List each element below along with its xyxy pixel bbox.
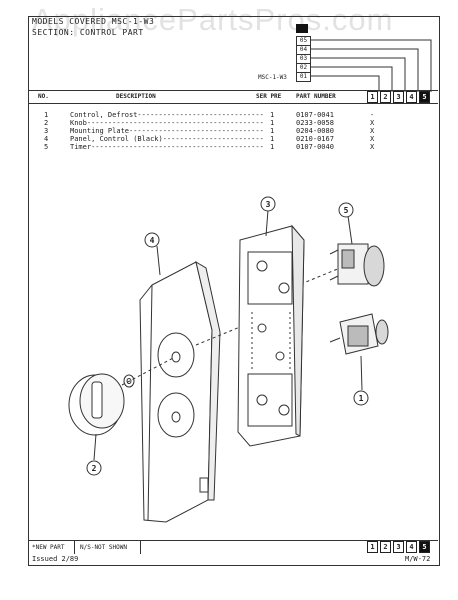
row-no: 5 bbox=[44, 143, 49, 151]
col-part-number: PART NUMBER bbox=[296, 93, 336, 100]
head-badge-1: 1 bbox=[367, 91, 378, 103]
washer-hole bbox=[126, 378, 132, 384]
row-mark: X bbox=[370, 135, 375, 143]
callout-label-1: 1 bbox=[359, 394, 364, 403]
row-part-number: 0233-0058 bbox=[296, 119, 334, 127]
knob bbox=[68, 373, 125, 436]
row-mark: - bbox=[370, 111, 375, 119]
callout-leader-3 bbox=[265, 209, 269, 237]
callout-circle-4 bbox=[144, 232, 160, 248]
defrost-control bbox=[329, 313, 389, 355]
row-part-number: 0204-0080 bbox=[296, 127, 334, 135]
callout-leader-1 bbox=[360, 355, 363, 391]
row-no: 3 bbox=[44, 127, 49, 135]
row-no: 1 bbox=[44, 111, 49, 119]
page-code: M/W-72 bbox=[405, 555, 431, 563]
stack-leader-lines bbox=[311, 39, 432, 92]
row-no: 2 bbox=[44, 119, 49, 127]
footer-bar: *NEW PART N/S-NOT SHOWN bbox=[28, 540, 438, 554]
row-part-number: 0210-0167 bbox=[296, 135, 334, 143]
callout-leader-5 bbox=[347, 215, 353, 245]
footer-badge-3: 3 bbox=[393, 541, 404, 553]
row-mark: X bbox=[370, 143, 375, 151]
row-qty: 1 bbox=[270, 135, 275, 143]
row-description: Mounting Plate--------------------------… bbox=[70, 127, 264, 135]
footer-divider bbox=[140, 541, 141, 554]
row-description: Panel, Control (Black)------------------… bbox=[70, 135, 264, 143]
callout-circle-3 bbox=[260, 196, 276, 212]
callout-circle-1 bbox=[353, 390, 369, 406]
col-description: DESCRIPTION bbox=[116, 93, 156, 100]
row-description: Control, Defrost------------------------… bbox=[70, 111, 264, 119]
callout-circle-2 bbox=[86, 460, 102, 476]
footer-badge-5: 5 bbox=[419, 541, 430, 553]
callout-label-3: 3 bbox=[266, 200, 271, 209]
table-row: 4 Panel, Control (Black)----------------… bbox=[28, 135, 438, 143]
shaft-line bbox=[121, 356, 176, 386]
footer-divider bbox=[74, 541, 75, 554]
footer-badge-1: 1 bbox=[367, 541, 378, 553]
not-shown-note: N/S-NOT SHOWN bbox=[80, 544, 127, 551]
footer-badge-2: 2 bbox=[380, 541, 391, 553]
watermark: AppliancePartsPros.com bbox=[32, 2, 394, 37]
stack-marker bbox=[296, 24, 308, 33]
callout-label-5: 5 bbox=[344, 206, 349, 215]
callout-leader-4 bbox=[156, 245, 161, 276]
table-row: 3 Mounting Plate------------------------… bbox=[28, 127, 438, 135]
control-panel bbox=[139, 260, 221, 523]
washer bbox=[123, 374, 135, 388]
row-qty: 1 bbox=[270, 119, 275, 127]
section-line: SECTION: CONTROL PART bbox=[32, 28, 144, 37]
row-mark: X bbox=[370, 127, 375, 135]
stack-box-01: 01 bbox=[296, 72, 311, 82]
row-part-number: 0107-0040 bbox=[296, 143, 334, 151]
head-badge-5: 5 bbox=[419, 91, 430, 103]
row-no: 4 bbox=[44, 135, 49, 143]
models-covered-line: MODELS COVERED MSC-1-W3 bbox=[32, 17, 155, 26]
table-row: 1 Control, Defrost----------------------… bbox=[28, 111, 438, 119]
row-mark: X bbox=[370, 119, 375, 127]
head-badge-4: 4 bbox=[406, 91, 417, 103]
issued-date: Issued 2/89 bbox=[32, 555, 79, 563]
table-row: 2 Knob----------------------------------… bbox=[28, 119, 438, 127]
callout-circle-5 bbox=[338, 202, 354, 218]
callout-leader-2 bbox=[93, 433, 97, 461]
mounting-plate bbox=[237, 224, 305, 447]
row-part-number: 0107-0041 bbox=[296, 111, 334, 119]
model-code-label: MSC-1-W3 bbox=[258, 74, 287, 81]
callout-label-2: 2 bbox=[92, 464, 97, 473]
col-ser-pre: SER PRE bbox=[256, 93, 282, 100]
row-description: Timer-----------------------------------… bbox=[70, 143, 264, 151]
parts-sheet bbox=[28, 16, 440, 566]
table-row: 5 Timer---------------------------------… bbox=[28, 143, 438, 151]
callout-label-4: 4 bbox=[150, 236, 155, 245]
row-qty: 1 bbox=[270, 143, 275, 151]
new-part-note: *NEW PART bbox=[32, 544, 65, 551]
col-no: NO. bbox=[38, 93, 49, 100]
footer-badge-4: 4 bbox=[406, 541, 417, 553]
head-badge-3: 3 bbox=[393, 91, 404, 103]
row-qty: 1 bbox=[270, 111, 275, 119]
head-badge-2: 2 bbox=[380, 91, 391, 103]
timer bbox=[329, 243, 385, 287]
table-header: NO. DESCRIPTION SER PRE PART NUMBER bbox=[28, 90, 438, 104]
row-description: Knob------------------------------------… bbox=[70, 119, 264, 127]
row-qty: 1 bbox=[270, 127, 275, 135]
